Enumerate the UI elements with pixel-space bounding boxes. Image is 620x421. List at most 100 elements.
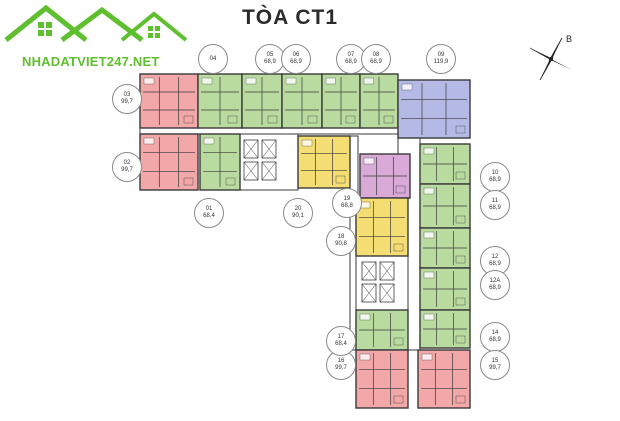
furniture [455, 125, 466, 134]
unit-area: 99,7 [335, 365, 347, 371]
unit-number: 16 [337, 358, 345, 364]
furniture [455, 171, 466, 180]
furniture [363, 77, 374, 85]
furniture [393, 395, 404, 404]
furniture [393, 337, 404, 346]
furniture [183, 177, 194, 186]
shaft-cross [361, 261, 377, 281]
house-roof-icon [4, 4, 188, 42]
furniture [307, 115, 318, 124]
building-title: TÒA CT1 [241, 6, 339, 29]
furniture [455, 297, 466, 306]
unit-number: 06 [292, 52, 300, 58]
unit-area: 90,1 [292, 213, 304, 219]
unit-number: 07 [347, 52, 355, 58]
furniture [455, 255, 466, 264]
unit-number: 11 [491, 198, 499, 204]
furniture [201, 77, 213, 85]
unit-number: 09 [437, 52, 445, 58]
furniture [423, 271, 435, 279]
furniture [359, 353, 371, 361]
furniture [245, 77, 257, 85]
unit-area: 90,8 [335, 241, 347, 247]
unit-number: 05 [266, 52, 274, 58]
furniture [335, 175, 346, 184]
furniture [395, 185, 406, 194]
unit-number: 01 [205, 206, 213, 212]
furniture [455, 335, 466, 344]
shaft-cross [243, 161, 259, 181]
unit-area: 119,9 [433, 59, 449, 65]
furniture [359, 313, 371, 321]
unit-number: 18 [337, 234, 345, 240]
unit-label-04: 04 [198, 44, 228, 74]
watermark-text: NHADATVIET247.NET [22, 54, 160, 69]
unit-area: 68,9 [489, 177, 501, 183]
compass-icon: B [529, 34, 572, 81]
unit-area: 68,9 [264, 59, 276, 65]
furniture [423, 313, 435, 321]
furniture [345, 115, 356, 124]
unit-area: 68,9 [370, 59, 382, 65]
unit-number: 17 [337, 334, 345, 340]
furniture [225, 177, 236, 186]
furniture [401, 83, 413, 91]
unit-number: 15 [491, 358, 499, 364]
unit-number: 14 [491, 330, 499, 336]
corridor [139, 127, 399, 135]
unit-area: 68,9 [489, 205, 501, 211]
furniture [383, 115, 394, 124]
shaft-cross [379, 283, 395, 303]
shaft-cross [243, 139, 259, 159]
furniture [363, 157, 375, 165]
unit-number: 19 [343, 196, 351, 202]
furniture [423, 231, 435, 239]
shaft-cross [379, 261, 395, 281]
furniture [455, 395, 466, 404]
shaft-cross [361, 283, 377, 303]
unit-area: 68,9 [290, 59, 302, 65]
furniture [143, 77, 155, 85]
unit-number: 08 [372, 52, 380, 58]
unit-number: 12 [491, 254, 499, 260]
shaft-cross [261, 161, 277, 181]
furniture [143, 137, 155, 145]
unit-number: 03 [123, 92, 131, 98]
unit-number: 04 [209, 55, 217, 62]
unit-area: 68,9 [489, 261, 501, 267]
furniture [393, 243, 404, 252]
furniture [423, 187, 435, 195]
furniture [421, 353, 433, 361]
unit-number: 12A [489, 278, 501, 284]
unit-area: 68,9 [489, 285, 501, 291]
unit-number: 02 [123, 160, 131, 166]
furniture [227, 115, 238, 124]
unit-number: 10 [491, 170, 499, 176]
unit-area: 99,7 [489, 365, 501, 371]
unit-area: 99,7 [121, 167, 133, 173]
unit-area: 68,9 [489, 337, 501, 343]
shaft-cross [261, 139, 277, 159]
unit-area: 68,9 [345, 59, 357, 65]
unit-area: 68,4 [203, 213, 215, 219]
furniture [301, 139, 313, 147]
furniture [285, 77, 297, 85]
